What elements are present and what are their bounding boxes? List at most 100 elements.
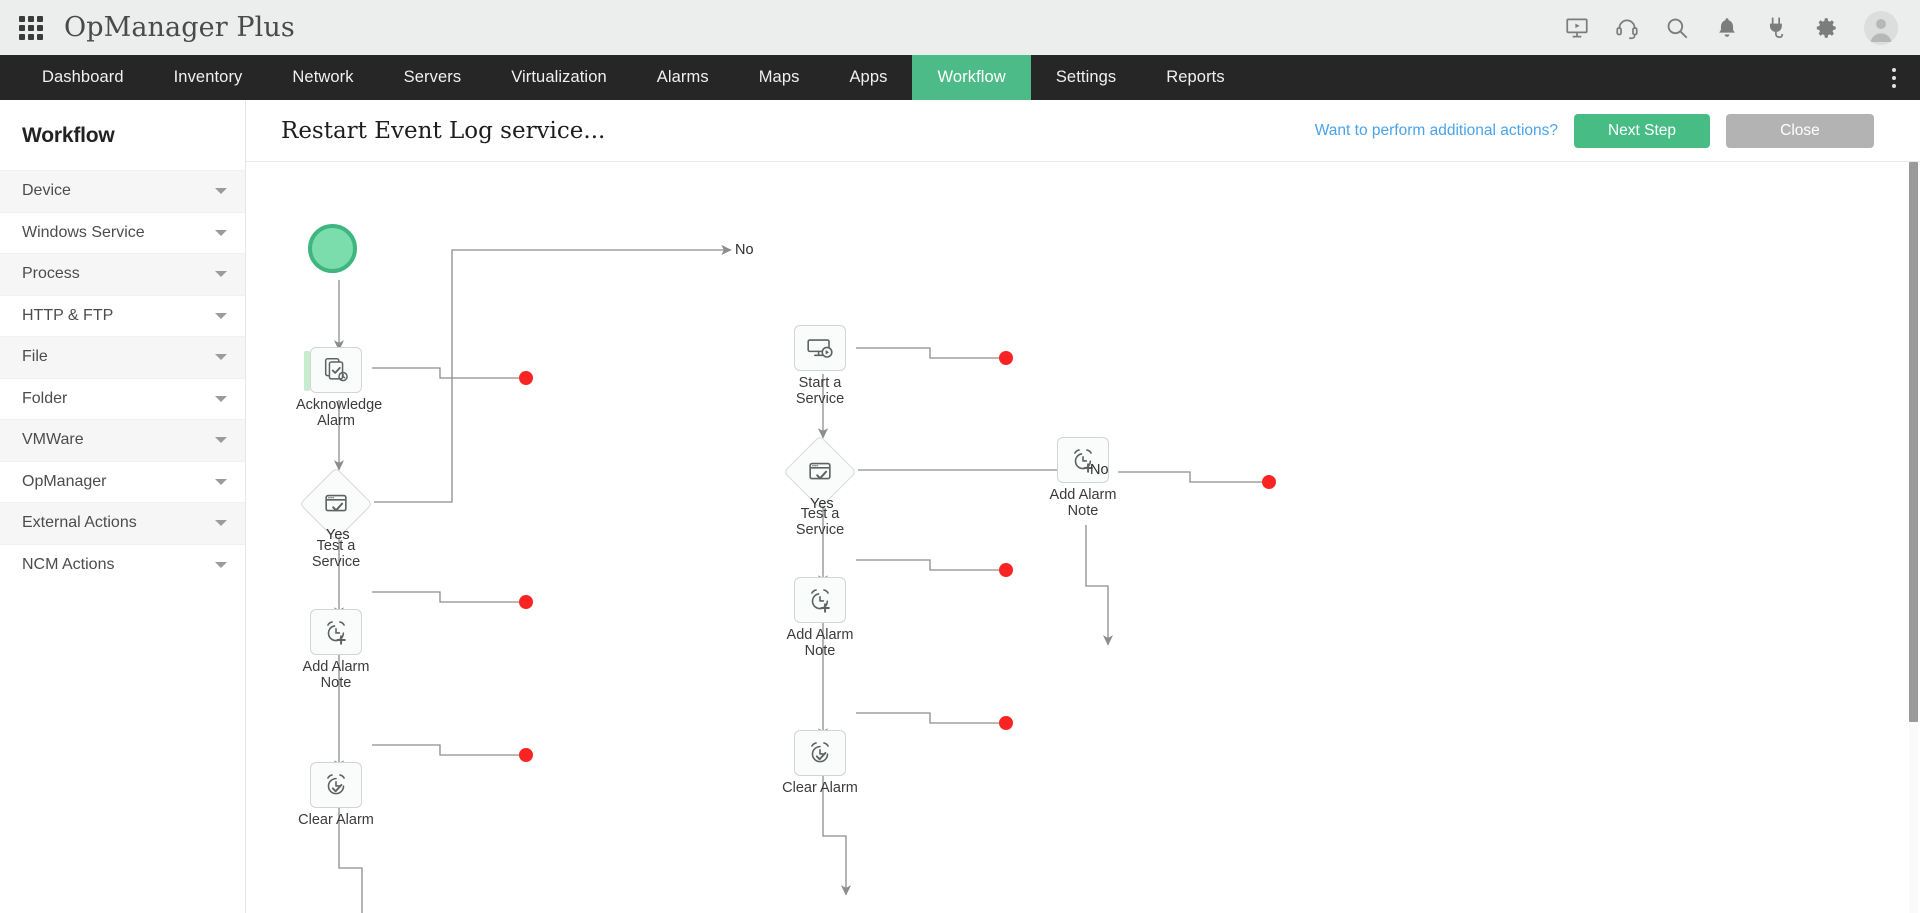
node-diamond[interactable] <box>783 435 857 509</box>
sidebar-item-ncm-actions[interactable]: NCM Actions <box>0 543 245 586</box>
add-alarm-note-icon <box>811 589 830 613</box>
start-service-icon <box>807 339 833 358</box>
sidebar-item-vmware[interactable]: VMWare <box>0 419 245 461</box>
node-box[interactable] <box>794 730 846 776</box>
chevron-down-icon <box>215 478 227 485</box>
chevron-down-icon <box>215 395 227 402</box>
sidebar-item-device[interactable]: Device <box>0 170 245 212</box>
node-test-a-service-left[interactable]: Test a Service <box>299 467 379 570</box>
sidebar-item-label: OpManager <box>22 472 107 490</box>
grid-apps-icon[interactable] <box>14 11 48 45</box>
workflow-canvas[interactable]: Acknowledge Alarm Test a Service <box>246 162 1920 913</box>
node-acknowledge-alarm[interactable]: Acknowledge Alarm <box>296 347 382 429</box>
nav-label: Apps <box>849 68 888 86</box>
node-label: Clear Alarm <box>298 812 374 828</box>
node-add-alarm-note-left[interactable]: Add Alarm Note <box>303 609 376 691</box>
end-dot[interactable] <box>519 371 533 385</box>
node-box[interactable] <box>310 609 362 655</box>
test-service-icon <box>809 462 831 480</box>
node-box[interactable] <box>794 577 846 623</box>
node-label: Clear Alarm <box>782 780 858 796</box>
next-step-button[interactable]: Next Step <box>1574 113 1710 148</box>
sidebar-item-windows-service[interactable]: Windows Service <box>0 211 245 254</box>
node-clear-alarm-left[interactable]: Clear Alarm <box>298 762 376 829</box>
end-dot[interactable] <box>1262 475 1276 489</box>
chevron-down-icon <box>215 229 227 236</box>
nav-item-reports[interactable]: Reports <box>1141 55 1249 100</box>
node-box[interactable] <box>304 347 362 393</box>
close-button[interactable]: Close <box>1726 113 1874 148</box>
content-header: Restart Event Log service... Want to per… <box>246 100 1920 162</box>
node-box[interactable] <box>310 762 362 808</box>
end-dot[interactable] <box>519 595 533 609</box>
node-label: Add Alarm Note <box>302 659 370 691</box>
node-label: Add Alarm Note <box>786 627 854 659</box>
end-dot[interactable] <box>999 716 1013 730</box>
sidebar-item-process[interactable]: Process <box>0 253 245 295</box>
sidebar-item-label: Device <box>22 182 71 200</box>
sidebar-item-http-ftp[interactable]: HTTP & FTP <box>0 294 245 337</box>
sidebar-item-file[interactable]: File <box>0 336 245 378</box>
sidebar-item-external-actions[interactable]: External Actions <box>0 502 245 544</box>
node-box[interactable] <box>794 325 846 371</box>
sidebar-title: Workflow <box>22 124 115 147</box>
chevron-down-icon <box>215 561 227 568</box>
nav-item-apps[interactable]: Apps <box>824 55 912 100</box>
edge-label-yes-left: Yes <box>326 527 350 543</box>
main-content: Restart Event Log service... Want to per… <box>246 100 1920 913</box>
nav-item-network[interactable]: Network <box>267 55 378 100</box>
nav-item-inventory[interactable]: Inventory <box>149 55 268 100</box>
sidebar-item-label: VMWare <box>22 431 84 449</box>
node-box[interactable] <box>1057 437 1109 483</box>
node-test-a-service-mid[interactable]: Test a Service <box>783 435 863 538</box>
test-service-icon <box>325 494 347 512</box>
nav-item-maps[interactable]: Maps <box>734 55 825 100</box>
edge-label-no-top: No <box>735 242 754 258</box>
chevron-down-icon <box>215 354 227 361</box>
presentation-play-icon[interactable] <box>1564 15 1590 41</box>
bell-notification-icon[interactable] <box>1714 15 1740 41</box>
node-label: Test a Service <box>311 538 361 570</box>
end-dot[interactable] <box>999 351 1013 365</box>
add-alarm-note-icon <box>327 621 346 645</box>
nav-item-alarms[interactable]: Alarms <box>632 55 734 100</box>
nav-label: Alarms <box>656 68 709 86</box>
end-dot[interactable] <box>999 563 1013 577</box>
sidebar: Workflow Device Windows Service Process … <box>0 100 246 913</box>
node-clear-alarm-mid[interactable]: Clear Alarm <box>782 730 860 797</box>
headset-support-icon[interactable] <box>1614 15 1640 41</box>
sidebar-item-label: Process <box>22 265 80 283</box>
nav-label: Maps <box>758 68 800 86</box>
nav-item-settings[interactable]: Settings <box>1031 55 1141 100</box>
clear-alarm-icon <box>327 774 345 795</box>
node-add-alarm-note-right[interactable]: Add Alarm Note <box>1050 437 1123 519</box>
node-add-alarm-note-mid[interactable]: Add Alarm Note <box>787 577 860 659</box>
start-node[interactable] <box>308 224 357 273</box>
search-icon[interactable] <box>1664 15 1690 41</box>
scrollbar-track[interactable] <box>1909 162 1918 913</box>
sidebar-item-opmanager[interactable]: OpManager <box>0 460 245 503</box>
additional-actions-link[interactable]: Want to perform additional actions? <box>1314 121 1558 139</box>
node-label: Acknowledge Alarm <box>296 397 383 429</box>
workflow-connectors <box>333 244 1269 913</box>
sidebar-item-folder[interactable]: Folder <box>0 377 245 420</box>
more-vertical-icon[interactable] <box>1876 55 1912 100</box>
chevron-down-icon <box>215 188 227 195</box>
nav-label: Dashboard <box>42 68 124 86</box>
add-alarm-note-icon <box>1074 449 1093 473</box>
nav-item-workflow[interactable]: Workflow <box>912 55 1031 100</box>
scrollbar-thumb[interactable] <box>1909 162 1918 722</box>
nav-label: Workflow <box>937 68 1006 86</box>
main-nav-bar: Dashboard Inventory Network Servers Virt… <box>0 55 1920 100</box>
node-start-a-service[interactable]: Start a Service <box>794 325 860 407</box>
clear-alarm-icon <box>811 742 829 763</box>
gear-settings-icon[interactable] <box>1814 15 1840 41</box>
page-title: Restart Event Log service... <box>281 117 606 144</box>
nav-item-dashboard[interactable]: Dashboard <box>17 55 149 100</box>
user-avatar-icon[interactable] <box>1864 10 1898 45</box>
node-diamond[interactable] <box>299 467 373 541</box>
plug-addon-icon[interactable] <box>1764 15 1790 41</box>
nav-item-virtualization[interactable]: Virtualization <box>486 55 632 100</box>
nav-item-servers[interactable]: Servers <box>379 55 487 100</box>
end-dot[interactable] <box>519 748 533 762</box>
